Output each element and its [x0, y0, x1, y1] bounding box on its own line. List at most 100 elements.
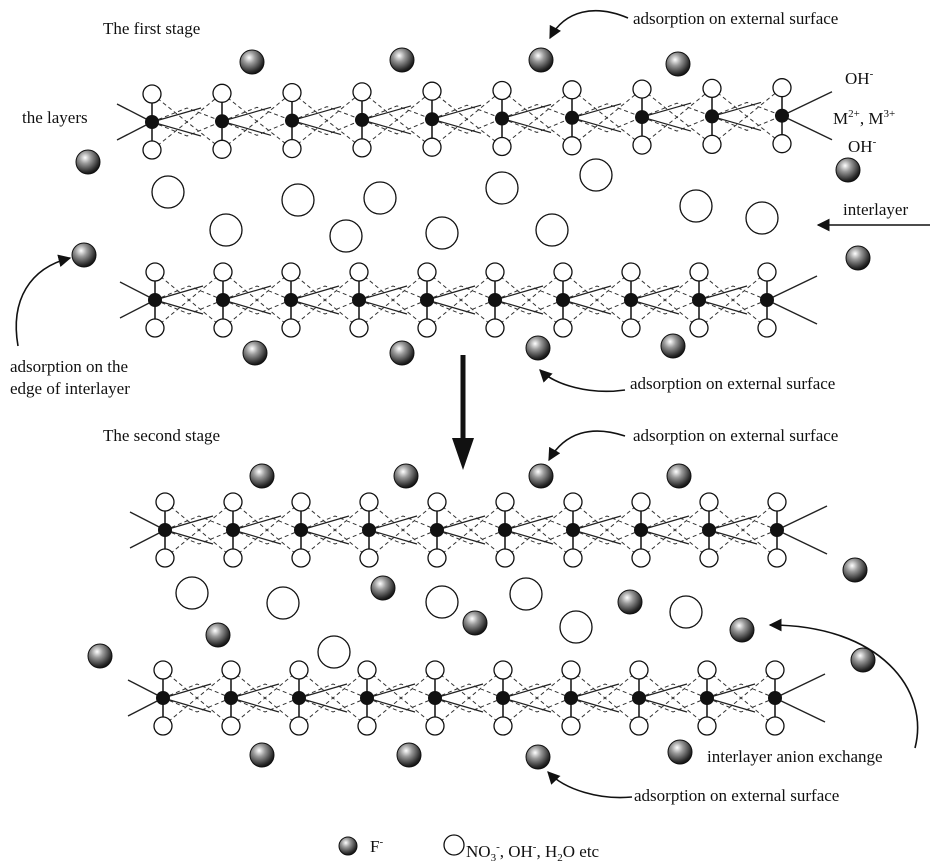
- fluoride-ball: [239, 49, 265, 75]
- fluoride-ball: [389, 47, 415, 73]
- hydroxyl-bottom: [553, 318, 573, 338]
- layer-dashed-link: [291, 91, 363, 149]
- layer-bond: [298, 697, 348, 713]
- layer-3: [129, 492, 828, 568]
- hydroxyl-top: [281, 262, 301, 282]
- hydroxyl-top: [553, 262, 573, 282]
- fluoride-ball: [835, 157, 861, 183]
- layer-bond: [708, 529, 758, 545]
- hydroxyl-bottom: [349, 318, 369, 338]
- metal-cation: [760, 293, 774, 307]
- hydroxyl-bottom: [352, 138, 372, 158]
- interlayer-species-circle: [281, 183, 315, 217]
- legend-open-circle: [443, 834, 465, 856]
- layer-dashed-link: [436, 501, 506, 559]
- hydroxyl-bottom: [561, 716, 581, 736]
- stage-transition-arrow: [452, 355, 474, 470]
- metal-cation: [285, 113, 299, 128]
- hydroxyl-top: [359, 492, 379, 512]
- hydroxyl-bottom: [417, 318, 437, 338]
- layer-bond: [706, 697, 756, 713]
- stage1-ext-bottom-label: adsorption on external surface: [630, 374, 835, 393]
- layer-dashed-link: [426, 271, 496, 329]
- layers-label: the layers: [22, 108, 88, 127]
- hydroxyl-bottom: [427, 548, 447, 568]
- hydroxyl-top: [563, 492, 583, 512]
- hydroxyl-top: [153, 660, 173, 680]
- hydroxyl-top: [689, 262, 709, 282]
- hydroxyl-top: [561, 660, 581, 680]
- fluoride-ball: [525, 335, 551, 361]
- layer-end-bond: [776, 529, 828, 555]
- layer-bond: [164, 529, 214, 545]
- layer-end-bond: [781, 91, 833, 117]
- layer-dashed-link: [630, 271, 700, 329]
- legend-fluoride-ball: [338, 836, 358, 856]
- stage2-ext-top-label: adsorption on external surface: [633, 426, 838, 445]
- metal-cation: [420, 293, 434, 307]
- exchange-label: interlayer anion exchange: [707, 747, 883, 766]
- layer-bond: [630, 285, 680, 301]
- hydroxyl-bottom: [289, 716, 309, 736]
- layer-dashed-link: [290, 271, 360, 329]
- layer-bond: [706, 683, 756, 699]
- layer-bond: [571, 103, 622, 119]
- fluoride-ball: [370, 575, 396, 601]
- stage1-title: The first stage: [103, 19, 200, 38]
- layer-bond: [502, 683, 552, 699]
- hydroxyl-top: [697, 660, 717, 680]
- layer-bond: [562, 299, 612, 315]
- brucite-layers: [116, 78, 833, 736]
- hydroxyl-bottom: [212, 139, 232, 159]
- layer-bond: [434, 697, 484, 713]
- hydroxyl-top: [493, 660, 513, 680]
- hydroxyl-bottom: [493, 716, 513, 736]
- interlayer-species-circle: [425, 585, 459, 619]
- arrow-edge: [15, 254, 72, 347]
- metal-cation: [700, 691, 714, 705]
- layer-dashed-link: [300, 501, 370, 559]
- layer-bond: [431, 118, 482, 134]
- interlayer-species-circle: [485, 171, 519, 205]
- hydroxyl-bottom: [631, 548, 651, 568]
- hydroxyl-top: [757, 262, 777, 282]
- layer-end-bond: [774, 697, 826, 723]
- layer-bond: [290, 285, 340, 301]
- interlayer-species-circle: [679, 189, 713, 223]
- metal-cation: [156, 691, 170, 705]
- layer-dashed-link: [232, 501, 302, 559]
- layer-bond: [291, 106, 342, 122]
- metal-cation: [692, 293, 706, 307]
- hydroxyl-top: [142, 84, 162, 104]
- interlayer-species-circle: [745, 201, 779, 235]
- layer-end-bond: [766, 299, 818, 325]
- metal-cation: [705, 109, 719, 124]
- hydroxyl-bottom: [697, 716, 717, 736]
- layer-dashed-link: [708, 501, 778, 559]
- fluoride-ball: [71, 242, 97, 268]
- layer-bond: [221, 120, 272, 136]
- layer-dashed-link: [434, 669, 504, 727]
- hydroxyl-top: [357, 660, 377, 680]
- metal-cation: [355, 112, 369, 127]
- layer-dashed-link: [154, 271, 224, 329]
- hydroxyl-bottom: [699, 548, 719, 568]
- layer-bond: [221, 106, 272, 122]
- hydroxyl-bottom: [485, 318, 505, 338]
- metal-label: M2+, M3+: [833, 108, 895, 128]
- metal-cation: [284, 293, 298, 307]
- hydroxyl-bottom: [357, 716, 377, 736]
- metal-cation: [360, 691, 374, 705]
- layer-bond: [366, 683, 416, 699]
- hydroxyl-top: [291, 492, 311, 512]
- stage1-ext-top-label: adsorption on external surface: [633, 9, 838, 28]
- layer-bond: [298, 683, 348, 699]
- metal-cation: [498, 523, 512, 537]
- layer-bond: [368, 529, 418, 545]
- layer-bond: [431, 104, 482, 120]
- layer-2: [119, 262, 818, 338]
- interlayer-species-circle: [175, 576, 209, 610]
- fluoride-ball: [842, 557, 868, 583]
- layer-bond: [230, 683, 280, 699]
- metal-cation: [702, 523, 716, 537]
